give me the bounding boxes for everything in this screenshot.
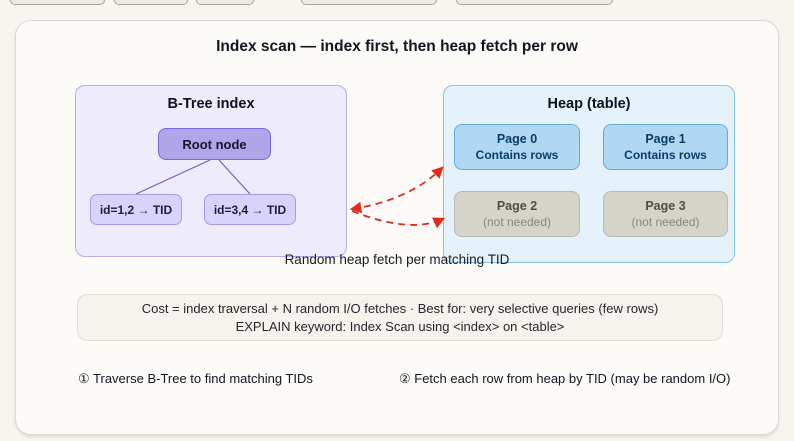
- btree-index-panel: B-Tree index Root node id=1,2 → TID id=3…: [75, 85, 347, 257]
- btree-leaf-label: id=1,2 → TID: [99, 202, 173, 217]
- page-title: Index scan — index first, then heap fetc…: [216, 38, 578, 55]
- top-tab-stub[interactable]: [196, 0, 254, 5]
- cost-summary-box: Cost = index traversal + N random I/O fe…: [77, 294, 723, 341]
- btree-root-label: Root node: [182, 136, 247, 152]
- heap-page-tile: Page 3 (not needed): [603, 191, 728, 237]
- cost-line-1: Cost = index traversal + N random I/O fe…: [141, 301, 659, 316]
- heap-page-title: Page 1: [645, 132, 686, 146]
- heap-page-title: Page 0: [496, 132, 538, 146]
- btree-root-node: Root node: [158, 128, 271, 160]
- top-tab-stub[interactable]: [301, 0, 437, 5]
- heap-page-subtitle: Contains rows: [475, 148, 559, 162]
- btree-panel-title: B-Tree index: [167, 96, 255, 112]
- heap-panel-title: Heap (table): [547, 96, 631, 112]
- heap-page-subtitle: (not needed): [482, 215, 552, 229]
- heap-page-tile: Page 1 Contains rows: [603, 124, 728, 170]
- cost-line-2: EXPLAIN keyword: Index Scan using <index…: [235, 319, 565, 334]
- top-tab-stub[interactable]: [114, 0, 188, 5]
- heap-page-tile: Page 0 Contains rows: [454, 124, 580, 170]
- step-2-label: ② Fetch each row from heap by TID (may b…: [399, 371, 731, 386]
- btree-leaf-node: id=1,2 → TID: [90, 194, 182, 225]
- heap-page-subtitle: (not needed): [631, 215, 700, 229]
- btree-leaf-node: id=3,4 → TID: [204, 194, 296, 225]
- heap-page-title: Page 2: [496, 199, 538, 213]
- step-1-label: ① Traverse B-Tree to find matching TIDs: [78, 371, 313, 386]
- top-tab-stub[interactable]: [456, 0, 613, 5]
- btree-leaf-label: id=3,4 → TID: [213, 202, 287, 217]
- top-tab-stub[interactable]: [10, 0, 105, 5]
- heap-page-tile: Page 2 (not needed): [454, 191, 580, 237]
- arrows-caption: Random heap fetch per matching TID: [284, 252, 510, 267]
- heap-table-panel: Heap (table) Page 0 Contains rows Page 1…: [443, 85, 735, 263]
- heap-page-subtitle: Contains rows: [624, 148, 707, 162]
- heap-page-title: Page 3: [645, 199, 686, 213]
